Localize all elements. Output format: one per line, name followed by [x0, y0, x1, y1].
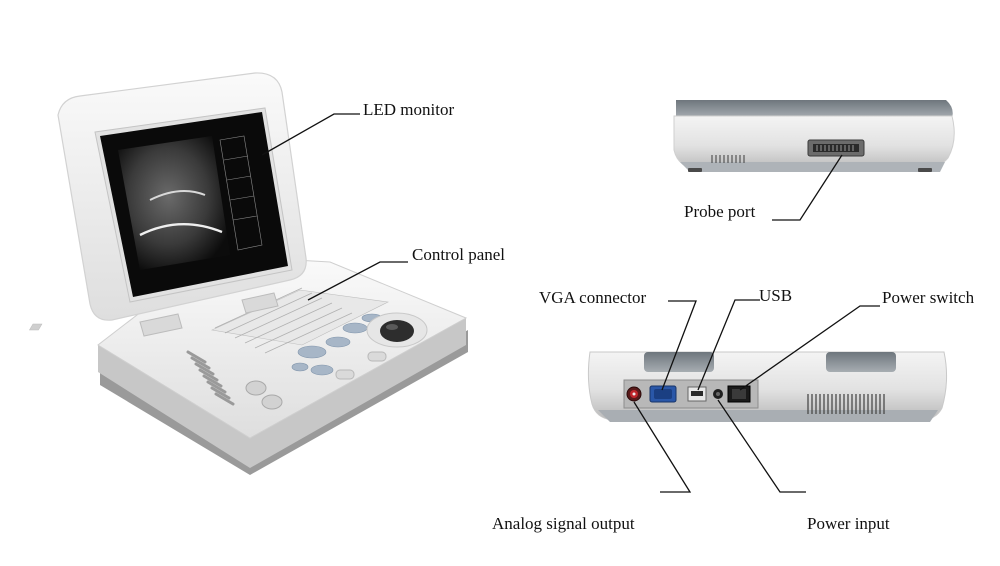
trackball: [366, 312, 428, 348]
callout-control-panel: [307, 261, 408, 301]
callout-vga-connector: [661, 300, 697, 391]
callout-probe-port: [772, 154, 843, 221]
side-view-bottom-edge: [680, 162, 945, 172]
callout-analog-signal-output: [633, 401, 692, 493]
analog-output-port: [626, 386, 642, 402]
vga-port: [649, 385, 677, 403]
power-switch: [727, 385, 751, 403]
label-vga-connector: VGA connector: [539, 288, 647, 307]
label-usb: USB: [759, 286, 793, 305]
label-led-monitor: LED monitor: [363, 100, 455, 119]
device-side-view: [673, 100, 955, 172]
tgc-sliders: [186, 350, 235, 406]
label-control-panel: Control panel: [412, 245, 506, 264]
side-view-feet: [688, 168, 932, 172]
callout-lines: [261, 113, 880, 493]
scan-contour: [139, 223, 223, 237]
laptop-base-side: [98, 318, 466, 468]
side-view-top-shell: [676, 100, 953, 118]
back-view-bottom-edge: [598, 410, 938, 422]
ultrasound-laptop: [29, 72, 468, 475]
back-view-top-blocks: [644, 352, 896, 372]
usb-port: [687, 386, 707, 402]
label-power-input: Power input: [807, 514, 890, 533]
screen-info-panel: [219, 135, 263, 251]
scan-vessel: [149, 190, 206, 201]
lid-hinges: [139, 292, 279, 337]
callout-led-monitor: [261, 113, 360, 156]
keyboard-grid: [214, 287, 353, 354]
label-analog-signal-output: Analog signal output: [492, 514, 635, 533]
callout-power-switch: [739, 305, 880, 391]
power-input-jack: [713, 389, 723, 399]
small-buttons: [335, 351, 387, 380]
label-probe-port: Probe port: [684, 202, 756, 221]
probe-port-connector: [807, 139, 865, 157]
back-view-vents: [807, 394, 885, 414]
callout-power-input: [717, 399, 806, 493]
label-power-switch: Power switch: [882, 288, 975, 307]
callout-usb: [697, 299, 760, 391]
rotary-knobs: [245, 380, 283, 410]
blue-function-keys: [291, 313, 383, 376]
side-view-vents: [711, 155, 745, 163]
ultrasound-scan-image: [118, 136, 230, 270]
device-back-view: [587, 351, 948, 422]
laptop-base-bottom: [100, 330, 468, 475]
